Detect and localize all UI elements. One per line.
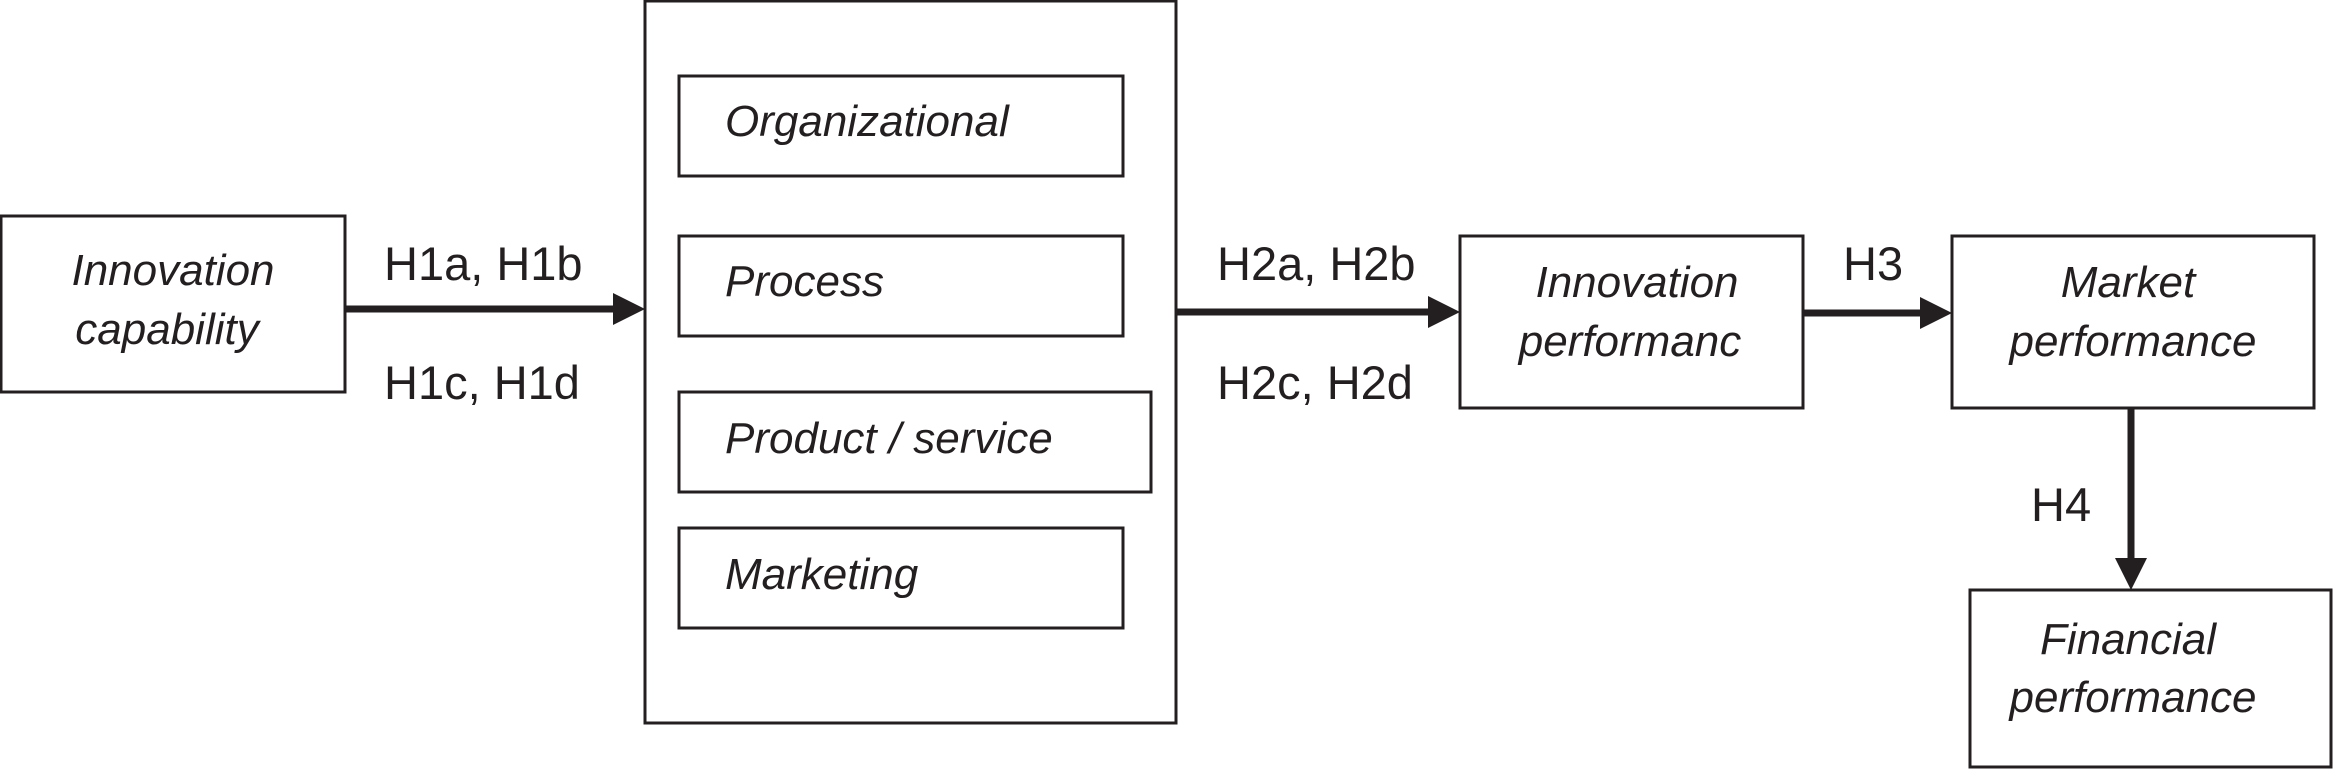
product-service-innovation-node: Product / service: [677, 390, 1153, 494]
marketing-label: Marketing: [725, 550, 919, 599]
process-innovation-node: Process: [677, 234, 1125, 338]
innovation-capability-node: Innovation capability: [0, 214, 347, 394]
innovation-performance-node: Innovation performanc: [1458, 234, 1805, 410]
innovation-performance-label-line1: Innovation: [1535, 258, 1738, 307]
arrow-h3: [1803, 297, 1952, 329]
financial-performance-label-line2: performance: [2007, 673, 2256, 722]
innovation-capability-label-line2: capability: [75, 305, 261, 354]
process-label: Process: [725, 257, 884, 306]
product-service-label: Product / service: [725, 414, 1053, 463]
innovation-capability-label-line1: Innovation: [71, 246, 274, 295]
arrow-h4: [2115, 408, 2147, 590]
financial-performance-label-line1: Financial: [2040, 615, 2217, 664]
arrow-h2: [1176, 296, 1460, 328]
hypothesis-h2-top-label: H2a, H2b: [1217, 237, 1416, 290]
market-performance-label-line2: performance: [2007, 317, 2256, 366]
organizational-label: Organizational: [725, 97, 1010, 146]
market-performance-node: Market performance: [1950, 234, 2316, 410]
organizational-innovation-node: Organizational: [677, 74, 1125, 178]
hypothesis-h4-label: H4: [2031, 478, 2091, 531]
market-performance-label-line1: Market: [2061, 258, 2197, 307]
innovation-types-container: Organizational Process Product / service…: [643, 0, 1178, 725]
hypothesis-h3-label: H3: [1843, 237, 1903, 290]
marketing-innovation-node: Marketing: [677, 526, 1125, 630]
hypothesis-h2-bottom-label: H2c, H2d: [1217, 356, 1413, 409]
hypothesis-h1-top-label: H1a, H1b: [384, 237, 583, 290]
innovation-performance-label-line2: performanc: [1517, 317, 1742, 366]
arrow-h1: [345, 293, 645, 325]
financial-performance-node: Financial performance: [1968, 588, 2333, 769]
hypothesis-h1-bottom-label: H1c, H1d: [384, 356, 580, 409]
